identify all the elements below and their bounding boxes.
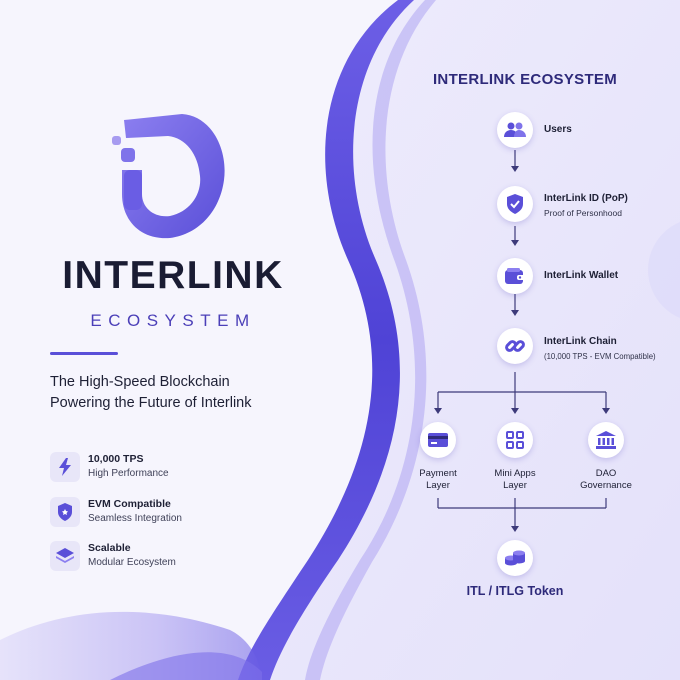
layer-label-line: Governance [580,480,632,491]
shield-icon [50,497,80,527]
chain-link-icon [497,328,533,364]
layer-label-line: Layer [426,480,450,491]
tagline-line: Powering the Future of Interlink [50,395,252,411]
node-label: InterLink Chain [544,336,617,347]
tagline: The High-Speed Blockchain Powering the F… [50,372,310,414]
feature-subtitle: High Performance [88,468,169,479]
token-label: ITL / ITLG Token [466,584,564,598]
layers-icon [50,541,80,571]
wallet-icon [497,258,533,294]
layer-label-line: DAO [595,468,617,479]
node-sublabel: Proof of Personhood [544,208,622,218]
feature-title: 10,000 TPS [88,453,144,465]
feature-title: EVM Compatible [88,498,171,510]
layer-label-line: Payment [419,468,457,479]
node-label: InterLink Wallet [544,270,619,281]
lightning-icon [50,452,80,482]
card-icon [420,422,456,458]
layer-label: Mini Apps Layer [473,468,557,492]
users-icon [497,112,533,148]
brand-title: INTERLINK [62,254,284,297]
layer-label-line: Mini Apps [494,468,536,479]
diagram-title: INTERLINK ECOSYSTEM [432,71,618,88]
node-label: InterLink ID (PoP) [544,193,628,204]
brand-divider [50,352,118,355]
feature-title: Scalable [88,542,131,554]
bank-icon [588,422,624,458]
tagline-line: The High-Speed Blockchain [50,374,230,390]
feature-subtitle: Modular Ecosystem [88,557,176,568]
coins-icon [497,540,533,576]
shield-check-icon [497,186,533,222]
feature-item: Scalable Modular Ecosystem [50,541,290,575]
layer-label: DAO Governance [564,468,648,492]
layer-label-line: Layer [503,480,527,491]
feature-subtitle: Seamless Integration [88,513,182,524]
grid-icon [497,422,533,458]
interlink-logo [112,114,225,239]
layer-label: Payment Layer [396,468,480,492]
brand-subtitle: ECOSYSTEM [90,311,256,330]
feature-item: 10,000 TPS High Performance [50,452,290,486]
feature-item: EVM Compatible Seamless Integration [50,497,290,531]
node-sublabel: (10,000 TPS - EVM Compatible) [544,352,656,361]
node-label: Users [544,124,572,135]
